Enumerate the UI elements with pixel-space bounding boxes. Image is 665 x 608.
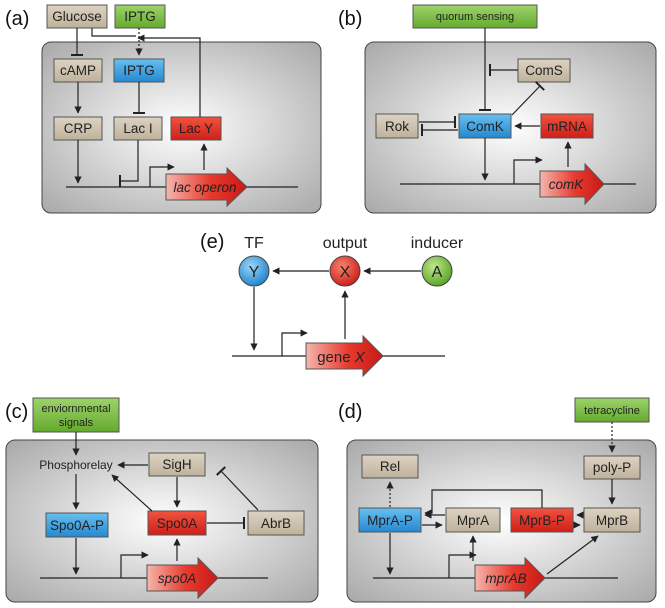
comk-gene: [539, 162, 605, 206]
tf-y-node: [238, 255, 270, 287]
panel-c-letter: (c): [5, 401, 28, 423]
mprab-gene: [474, 556, 546, 600]
output-x-node: [329, 255, 361, 287]
lacy-imports-iptg: [137, 34, 201, 117]
lacy-label: Lac Y: [179, 121, 213, 136]
output-label: output: [323, 235, 368, 252]
polyp-label: poly-P: [593, 460, 631, 475]
output-x-label: X: [340, 264, 351, 281]
env-signals-line2: signals: [59, 417, 94, 429]
mprb-box: [583, 507, 641, 533]
laci-represses-operon: [119, 140, 139, 187]
panel-d-cell: [346, 439, 657, 603]
sigh-label: SigH: [162, 457, 191, 472]
mpra-box: [445, 507, 501, 533]
gene-x: [305, 334, 384, 378]
mprap-label: MprA-P: [367, 513, 413, 528]
inducer-a-label: A: [432, 264, 443, 281]
crp-label: CRP: [64, 121, 93, 136]
spo0a-gene: [146, 556, 219, 600]
panel-b: (b) quorum sensing ComS Rok ComK mRNA co…: [338, 4, 657, 214]
mprap-box: [358, 507, 422, 533]
mpra-label: MprA: [457, 513, 489, 528]
quorum-sensing-box: [412, 4, 538, 29]
rok-box: [375, 113, 419, 139]
rel-box: [361, 454, 419, 479]
lacy-box: [170, 116, 222, 141]
mrna-box: [540, 113, 594, 139]
camp-label: cAMP: [60, 63, 96, 78]
glucose-label: Glucose: [52, 9, 102, 24]
laci-label: Lac I: [123, 121, 152, 136]
gene-x-var: X: [354, 349, 366, 366]
comk-to-coms-line: [511, 81, 546, 116]
phosphorelay-label: Phosphorelay: [39, 458, 112, 472]
spo0ap-box: [45, 512, 109, 538]
mprb-label: MprB: [596, 513, 628, 528]
abrb-label: AbrB: [261, 516, 291, 531]
rok-label: Rok: [385, 119, 409, 134]
tetracycline-label: tetracycline: [584, 405, 640, 417]
spo0a-gene-label: spo0A: [158, 571, 196, 586]
panel-e-promoter-arrow: [281, 329, 308, 356]
sigh-box: [148, 452, 206, 477]
comk-gene-label: comK: [549, 177, 585, 192]
panel-d: (d) tetracycline poly-P Rel MprA-P MprA …: [338, 397, 657, 603]
panel-a-letter: (a): [5, 8, 29, 30]
spo0a-label: Spo0A: [157, 516, 198, 531]
iptg-inducer-box: [114, 4, 166, 29]
mprbp-phosphorylates-mpra: [424, 489, 543, 517]
tf-y-label: Y: [249, 264, 260, 281]
abrb-box: [247, 510, 305, 536]
gene-x-label: gene X: [317, 349, 366, 366]
mprbp-label: MprB-P: [519, 513, 565, 528]
mrna-label: mRNA: [547, 119, 587, 134]
abrb-inhibits-sigh: [215, 466, 259, 511]
spo0ap-label: Spo0A-P: [50, 518, 104, 533]
gene-to-mprb-arrow: [546, 535, 599, 575]
inducer-label: inducer: [411, 235, 464, 252]
lac-operon-gene: [165, 166, 248, 208]
comk-box: [458, 113, 512, 139]
glucose-to-iptg-line: [91, 28, 136, 37]
panel-b-promoter-arrow: [513, 156, 543, 184]
coms-label: ComS: [525, 63, 563, 78]
tetracycline-box: [574, 397, 650, 423]
panel-b-letter: (b): [338, 8, 362, 30]
panel-c: (c) enviornmental signals Phosphorelay S…: [5, 397, 319, 603]
panel-d-letter: (d): [338, 401, 362, 423]
tf-label: TF: [244, 235, 264, 252]
iptg-internal-label: IPTG: [123, 63, 155, 78]
inducer-a-node: [421, 255, 453, 287]
lac-operon-label: lac operon: [173, 180, 236, 195]
rel-label: Rel: [380, 459, 400, 474]
spo0a-box: [147, 510, 207, 536]
iptg-inducer-label: IPTG: [124, 9, 156, 24]
comk-label: ComK: [466, 119, 504, 134]
mprab-gene-label: mprAB: [485, 571, 526, 586]
env-signals-line1: enviornmental: [41, 403, 110, 415]
gene-x-prefix: gene: [317, 349, 355, 366]
panel-a-promoter-arrow: [149, 163, 175, 187]
spo0a-to-phosphorelay-arrow: [111, 474, 153, 512]
panel-e-letter: (e): [200, 231, 224, 253]
panel-d-promoter-arrow: [448, 551, 477, 578]
panel-e: (e) TF output inducer Y X A gene X: [200, 231, 464, 378]
quorum-sensing-label: quorum sensing: [436, 11, 514, 23]
panel-c-promoter-arrow: [120, 551, 149, 578]
panel-a: (a) Glucose IPTG cAMP IPTG CRP Lac I Lac…: [5, 4, 322, 214]
